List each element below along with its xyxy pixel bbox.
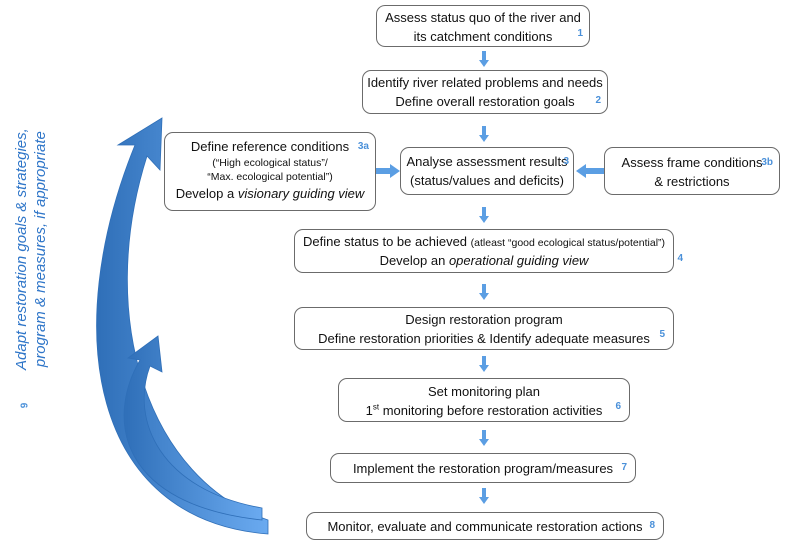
step-2-line1: Identify river related problems and need…: [367, 75, 603, 90]
step-number-9: 9: [19, 402, 31, 409]
feedback-arrow-short: [123, 335, 263, 521]
step-6-line2: 1st monitoring before restoration activi…: [339, 401, 629, 420]
step-3b-line2: & restrictions: [654, 174, 730, 189]
step-6-line1: Set monitoring plan: [427, 384, 540, 399]
step-7-box: Implement the restoration program/measur…: [330, 453, 636, 483]
step-3a-line4-prefix: Develop a: [175, 186, 238, 201]
step-6-line2-pre: 1: [365, 403, 373, 418]
arrow-3-to-4: [479, 207, 489, 223]
step-1-line2: its catchment conditions: [413, 29, 553, 44]
step-2-line2: Define overall restoration goals: [395, 94, 575, 109]
step-4-line2-prefix: Develop an: [379, 253, 449, 268]
step-4-line2-em: operational guiding view: [448, 253, 589, 268]
arrow-6-to-7: [479, 430, 489, 446]
step-6-box: Set monitoring plan 1st monitoring befor…: [338, 378, 630, 422]
step-4-box: Define status to be achieved (atleast “g…: [294, 229, 683, 273]
step-3a-box: Define reference conditions (“High ecolo…: [164, 132, 376, 211]
arrow-4-to-5: [479, 284, 489, 300]
step-3a-line1: Define reference conditions: [190, 139, 350, 154]
step-number-3a: 3a: [357, 141, 369, 152]
step-number-8: 8: [649, 520, 655, 531]
step-8-box: Monitor, evaluate and communicate restor…: [306, 512, 664, 540]
arrow-5-to-6: [479, 356, 489, 372]
step-3a-line4-em: visionary guiding view: [237, 186, 365, 201]
side-label-line2: program & measures, if appropriate: [32, 131, 49, 368]
step-number-5: 5: [659, 329, 665, 340]
step-7-line1: Implement the restoration program/measur…: [352, 461, 614, 476]
step-number-3b: 3b: [761, 157, 773, 168]
step-3-box: Analyse assessment results (status/value…: [400, 147, 574, 195]
step-4-line1-main: Define status to be achieved: [302, 234, 471, 249]
step-3-line1: Analyse assessment results: [406, 154, 568, 169]
step-4-line1: Define status to be achieved (atleast “g…: [295, 232, 673, 251]
step-2-box: Identify river related problems and need…: [362, 70, 608, 114]
step-4-line2: Develop an operational guiding view: [295, 251, 673, 270]
step-number-4: 4: [677, 253, 683, 264]
step-number-7: 7: [621, 462, 627, 473]
step-3-line2: (status/values and deficits): [410, 173, 564, 188]
step-4-line1-small: (atleast “good ecological status/potenti…: [470, 237, 666, 249]
arrow-7-to-8: [479, 488, 489, 504]
step-1-box: Assess status quo of the river and its c…: [376, 5, 590, 47]
side-label: Adapt restoration goals & strategies, pr…: [12, 128, 50, 370]
step-3a-line4: Develop a visionary guiding view: [165, 184, 375, 203]
arrow-3b-to-3: [576, 164, 604, 178]
arrow-3a-to-3: [376, 164, 400, 178]
step-1-line1: Assess status quo of the river and: [385, 10, 581, 25]
step-5-line2: Define restoration priorities & Identify…: [318, 331, 650, 346]
step-8-line1: Monitor, evaluate and communicate restor…: [327, 519, 643, 534]
step-5-line1: Design restoration program: [405, 312, 563, 327]
step-5-box: Design restoration program Define restor…: [294, 307, 674, 350]
step-number-2: 2: [595, 95, 601, 106]
step-6-line2-post: monitoring before restoration activities: [379, 403, 603, 418]
step-6-line2-sup: st: [372, 402, 380, 412]
arrow-2-to-3: [479, 126, 489, 142]
step-number-1: 1: [577, 28, 583, 39]
side-label-line1: Adapt restoration goals & strategies,: [13, 128, 30, 370]
step-number-6: 6: [615, 401, 621, 412]
step-3b-box: Assess frame conditions & restrictions 3…: [604, 147, 780, 195]
arrow-1-to-2: [479, 51, 489, 67]
step-3a-line3: “Max. ecological potential”): [207, 171, 333, 183]
step-number-3: 3: [563, 156, 569, 167]
step-3a-line2: (“High ecological status”/: [212, 157, 328, 169]
step-3b-line1: Assess frame conditions: [621, 155, 763, 170]
